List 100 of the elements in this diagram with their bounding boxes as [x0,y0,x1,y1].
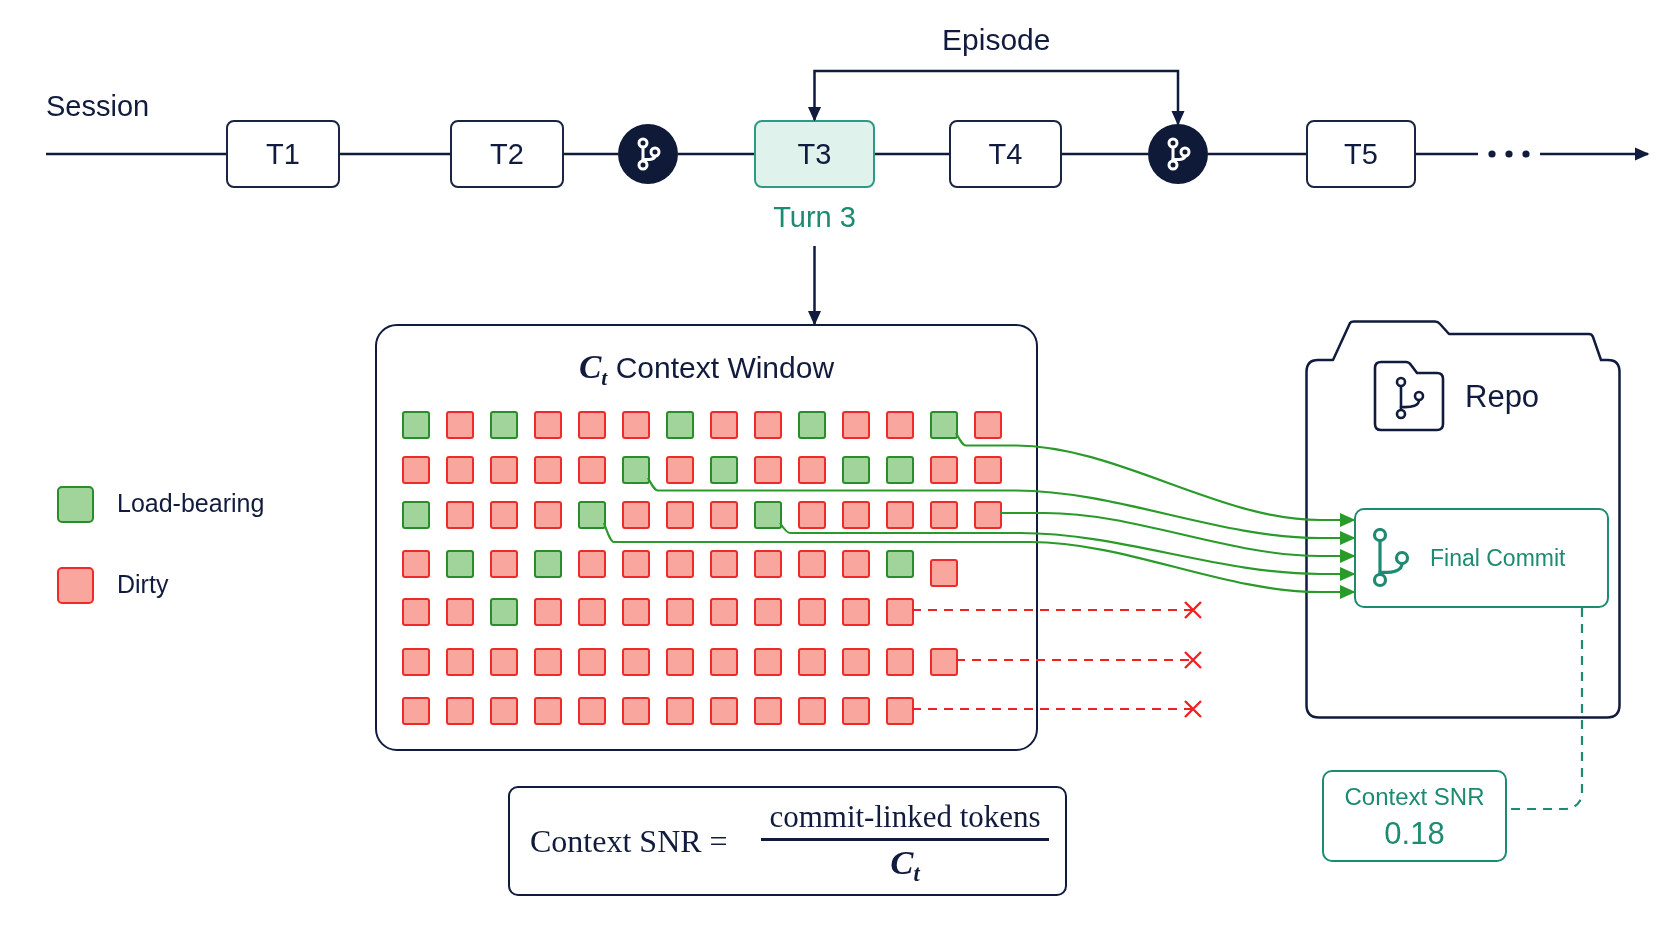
load-bearing-token [622,456,650,484]
commit-box [1354,508,1609,608]
dashed-line [956,650,1203,670]
legend-label: Dirty [117,570,169,599]
dirty-token [754,456,782,484]
arrow [779,522,1356,582]
connector-line [1208,152,1306,156]
load-bearing-token [534,550,562,578]
dirty-token [754,598,782,626]
dirty-token [578,697,606,725]
legend-label: Load-bearing [117,489,265,518]
dirty-token [842,411,870,439]
folder-title: Repo [1465,379,1540,415]
connector-line [1062,152,1148,156]
load-bearing-token [578,501,606,529]
dirty-token [886,697,914,725]
load-bearing-token [886,456,914,484]
dirty-token [798,648,826,676]
dirty-token [842,550,870,578]
load-bearing-token [842,456,870,484]
load-bearing-token [710,456,738,484]
dirty-token [534,598,562,626]
arrow [647,477,1356,546]
dashed-line [912,699,1203,719]
dirty-token [402,598,430,626]
dirty-token [842,697,870,725]
branch-icon [618,124,678,184]
dirty-token [402,648,430,676]
dirty-token [842,598,870,626]
dirty-token [446,411,474,439]
dirty-token [754,697,782,725]
load-bearing-token [798,411,826,439]
formula-text: Context SNR = [530,822,728,860]
dirty-token [754,550,782,578]
dirty-token [490,456,518,484]
turn-box: T4 [949,120,1062,188]
branch-icon [1148,124,1208,184]
load-bearing-token [402,501,430,529]
turn-box: T1 [226,120,340,188]
dirty-token [710,501,738,529]
dirty-token [710,550,738,578]
dirty-token [446,501,474,529]
window-title: C$_{t}$ Context Window [578,348,835,387]
dirty-token [710,411,738,439]
dirty-token [622,411,650,439]
dirty-token [490,697,518,725]
connector-line [678,152,754,156]
connector-line [564,152,618,156]
connector-line [46,152,226,156]
dirty-token [402,456,430,484]
load-bearing-token [446,550,474,578]
dirty-token [622,697,650,725]
dirty-token [622,550,650,578]
load-bearing-token [754,501,782,529]
repo-folder [1305,320,1621,719]
dirty-token [974,456,1002,484]
dirty-token [578,456,606,484]
dirty-token [930,559,958,587]
dirty-token [622,598,650,626]
formula-box [508,786,1067,896]
dirty-token [446,697,474,725]
dirty-token [974,501,1002,529]
dirty-token [930,501,958,529]
dirty-token [578,648,606,676]
dirty-token [666,501,694,529]
node-caption: Turn 3 [773,201,856,235]
dirty-token [534,697,562,725]
dirty-token [446,648,474,676]
dirty-token [710,648,738,676]
dirty-token [666,456,694,484]
dirty-token [930,648,958,676]
dirty-token [490,648,518,676]
metric-box [1322,770,1507,862]
metric-value: 0.18 [1384,816,1445,852]
load-bearing-token [886,550,914,578]
load-bearing-token [930,411,958,439]
dirty-token [578,550,606,578]
dirty-token [710,598,738,626]
load-bearing-token [666,411,694,439]
dirty-token [710,697,738,725]
dirty-token [974,411,1002,439]
dirty-token [622,501,650,529]
dirty-token [534,648,562,676]
dirty-token [578,411,606,439]
dirty-token [490,550,518,578]
dirty-token [402,550,430,578]
dirty-token [402,697,430,725]
turn-box: T5 [1306,120,1416,188]
arrow [1414,147,1650,161]
arrow [602,522,1356,600]
commit-label: Final Commit [1430,544,1566,572]
dirty-token [666,598,694,626]
turn-box: T3 [754,120,875,188]
dashed-line [912,600,1203,620]
metric-label: Context SNR [1344,783,1485,811]
formula-denominator: C$_{t}$ [890,842,920,883]
dirty-token [930,456,958,484]
dirty-token [886,501,914,529]
dirty-token [798,697,826,725]
load-bearing-token [490,598,518,626]
